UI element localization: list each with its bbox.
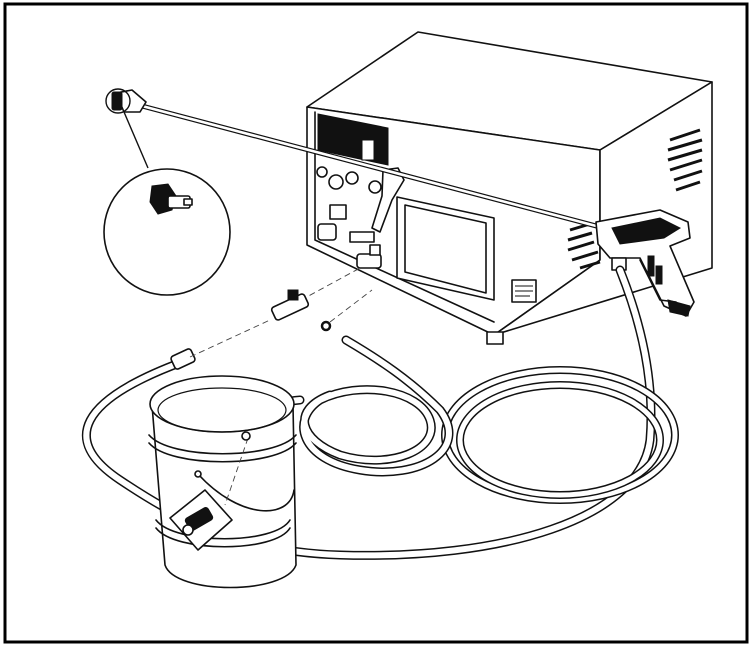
- outlet-fitting: [317, 223, 382, 269]
- vent-louvers: [567, 128, 703, 270]
- border: [3, 2, 749, 644]
- nozzle-detail-callout: [103, 168, 231, 296]
- quick-connect-coupler: [270, 289, 310, 321]
- pressure-washer-unit: [306, 31, 713, 345]
- o-ring: [320, 320, 332, 332]
- nozzle-detail: [149, 183, 193, 215]
- spray-wand: [111, 89, 603, 230]
- chemical-bucket: [148, 375, 297, 589]
